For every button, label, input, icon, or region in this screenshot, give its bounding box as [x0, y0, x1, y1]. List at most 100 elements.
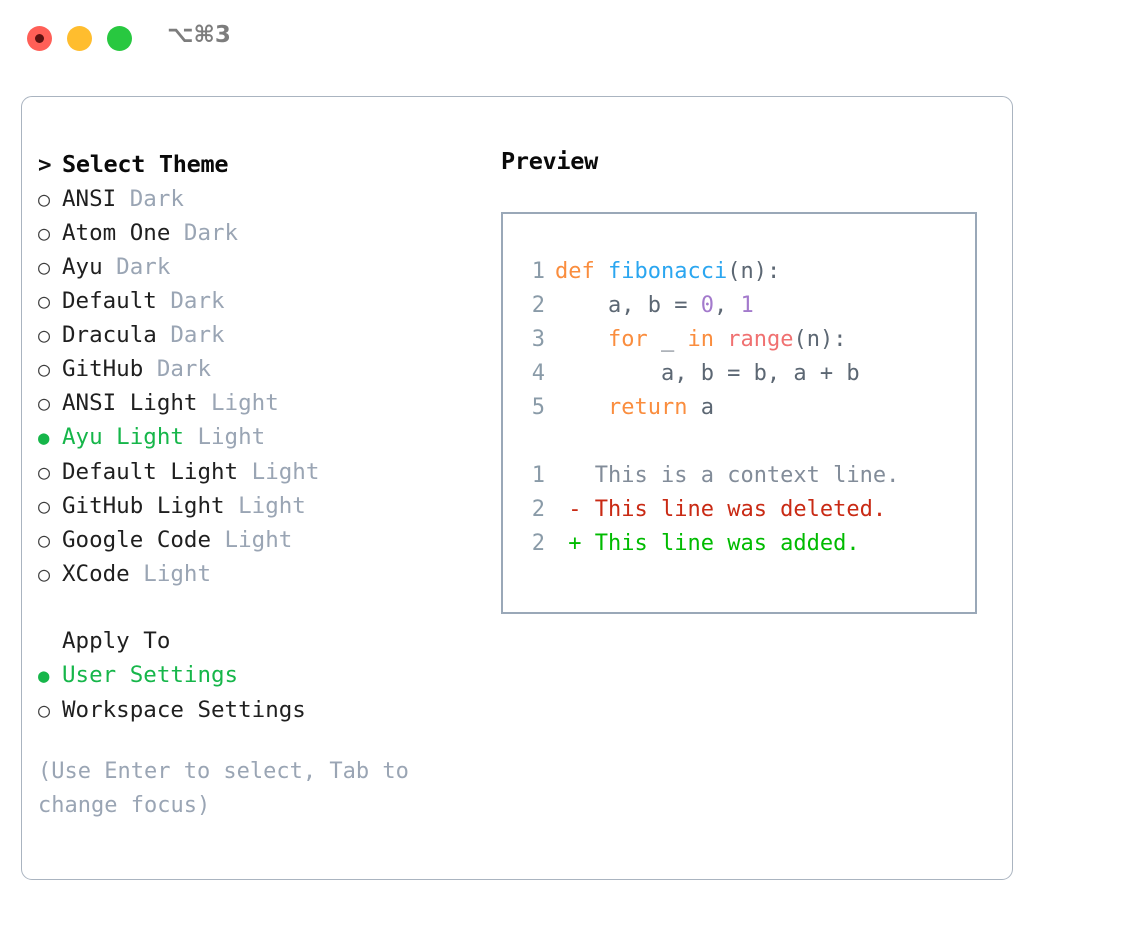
theme-variant-label: Light	[211, 527, 293, 553]
theme-list-item[interactable]: ○Default Dark	[38, 284, 478, 318]
code-token-number: 0	[700, 293, 714, 318]
theme-list-item[interactable]: ○ANSI Dark	[38, 182, 478, 216]
close-button[interactable]	[27, 26, 52, 51]
theme-variant-label: Dark	[116, 186, 184, 212]
radio-unselected-icon: ○	[38, 289, 51, 313]
code-token-punctuation: (n):	[727, 259, 781, 284]
theme-list-item[interactable]: ○GitHub Light Light	[38, 489, 478, 523]
code-token-variable: a, b =	[555, 293, 701, 318]
prompt-marker-icon: >	[38, 152, 52, 178]
theme-picker-panel: > Select Theme ○ANSI Dark○Atom One Dark○…	[38, 147, 478, 823]
apply-to-header: ○ Apply To	[38, 624, 478, 658]
theme-name: Default Light	[62, 459, 239, 485]
code-line: 1 def fibonacci(n):	[519, 255, 975, 289]
theme-list-item[interactable]: ○ Default Light Light	[38, 455, 478, 489]
radio-unselected-icon: ○	[38, 528, 51, 552]
code-token-keyword: in	[687, 327, 728, 352]
theme-list-item[interactable]: ○ ANSI Light Light	[38, 386, 478, 420]
code-token-keyword: for	[555, 327, 661, 352]
diff-line: 2 - This line was deleted.	[519, 493, 975, 527]
theme-list-item[interactable]: ○ Google Code Light	[38, 523, 478, 557]
radio-unselected-icon: ○	[38, 255, 51, 279]
code-token-punctuation: ,	[713, 293, 741, 318]
theme-variant-label: Light	[238, 459, 320, 485]
radio-unselected-icon: ○	[38, 698, 51, 722]
line-number: 1	[531, 259, 545, 284]
radio-unselected-icon: ○	[38, 494, 51, 518]
radio-unselected-icon: ○	[38, 187, 51, 211]
theme-list-item[interactable]: ○GitHub Dark	[38, 352, 478, 386]
theme-list-item[interactable]: ○ Dracula Dark	[38, 318, 478, 352]
code-line: 2 a, b = 0, 1	[519, 289, 975, 323]
radio-unselected-icon: ○	[38, 460, 51, 484]
apply-to-label: User Settings	[62, 662, 239, 688]
theme-variant-label: Dark	[156, 322, 225, 348]
theme-list-item[interactable]: ○ Atom One Dark	[38, 216, 478, 250]
code-token-variable: a	[700, 395, 714, 420]
theme-name: Ayu	[62, 254, 103, 280]
maximize-button[interactable]	[107, 26, 132, 51]
radio-unselected-icon: ○	[38, 562, 51, 586]
apply-to-title: Apply To	[62, 628, 171, 654]
theme-name: GitHub Light	[62, 493, 225, 519]
code-token-punctuation: (n):	[793, 327, 847, 352]
theme-name: Default	[62, 288, 157, 314]
keyboard-shortcut-label: ⌥⌘3	[167, 22, 231, 48]
preview-title: Preview	[501, 147, 598, 175]
theme-variant-label: Dark	[102, 254, 171, 280]
apply-to-list: ● User Settings ○ Workspace Settings	[38, 658, 478, 727]
code-line: 4 a, b = b, a + b	[519, 357, 975, 391]
diff-text: This is a context line.	[594, 463, 900, 488]
diff-text: This line was added.	[594, 531, 860, 556]
code-token-keyword: return	[555, 395, 701, 420]
code-token-call: range	[727, 327, 794, 352]
code-token-variable: a, b = b, a + b	[555, 361, 860, 386]
apply-to-label: Workspace Settings	[62, 697, 306, 723]
page-title: Select Theme	[62, 150, 229, 178]
theme-name: Google Code	[62, 527, 212, 553]
apply-to-option[interactable]: ○ Workspace Settings	[38, 693, 478, 727]
diff-line: 1 This is a context line.	[519, 459, 975, 493]
theme-list-item[interactable]: ●Ayu Light Light	[38, 420, 478, 455]
close-icon	[35, 34, 44, 43]
theme-name: Atom One	[62, 220, 171, 246]
diff-line: 2 + This line was added.	[519, 527, 975, 561]
theme-variant-label: Light	[183, 424, 266, 450]
help-text: (Use Enter to select, Tab to change focu…	[38, 759, 423, 818]
theme-variant-label: Light	[197, 390, 279, 416]
radio-selected-icon: ●	[38, 665, 50, 687]
diff-marker: -	[555, 497, 595, 522]
theme-picker-header: > Select Theme	[38, 147, 478, 182]
apply-to-option[interactable]: ● User Settings	[38, 658, 478, 693]
theme-name: Dracula	[62, 322, 157, 348]
radio-unselected-icon: ○	[38, 357, 51, 381]
code-token-variable: _	[660, 327, 688, 352]
diff-block: 1 This is a context line.2 - This line w…	[519, 459, 975, 561]
theme-variant-label: Dark	[170, 220, 239, 246]
radio-unselected-icon: ○	[38, 221, 51, 245]
radio-selected-icon: ●	[38, 427, 50, 449]
theme-name: ANSI Light	[62, 390, 198, 416]
radio-unselected-icon: ○	[38, 323, 51, 347]
code-diff-separator	[519, 425, 975, 459]
title-bar: ⌥⌘3	[0, 0, 1140, 78]
code-token-number: 1	[740, 293, 754, 318]
line-number: 3	[531, 327, 545, 352]
theme-variant-label: Dark	[143, 356, 212, 382]
theme-list-item[interactable]: ○XCode Light	[38, 557, 478, 591]
code-line: 5 return a	[519, 391, 975, 425]
code-token-function: fibonacci	[607, 259, 728, 284]
theme-list-item[interactable]: ○ Ayu Dark	[38, 250, 478, 284]
line-number: 1	[531, 463, 545, 488]
code-token-keyword: def	[555, 259, 608, 284]
minimize-button[interactable]	[67, 26, 92, 51]
radio-unselected-icon: ○	[38, 391, 51, 415]
line-number: 5	[531, 395, 545, 420]
theme-name: XCode	[62, 561, 130, 587]
main-card: > Select Theme ○ANSI Dark○Atom One Dark○…	[21, 96, 1013, 880]
line-number: 2	[531, 293, 545, 318]
